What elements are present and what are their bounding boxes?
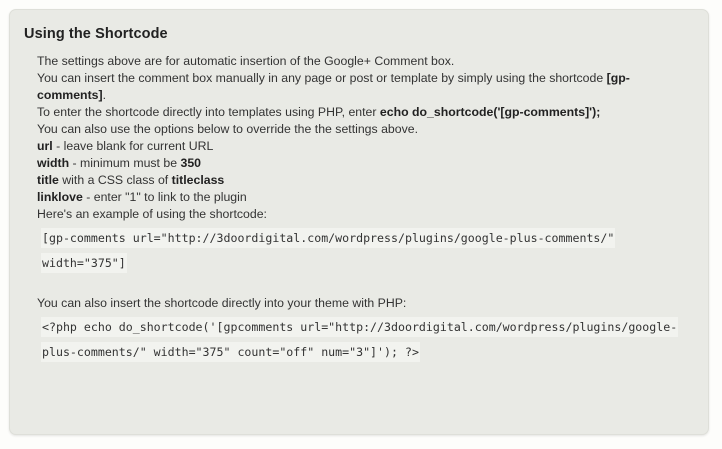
page-title: Using the Shortcode [24, 26, 168, 42]
manual-insert-prefix: You can insert the comment box manually … [37, 71, 607, 85]
option-url-desc: - leave blank for current URL [52, 139, 214, 153]
option-width-name: width [37, 156, 70, 170]
option-title-desc: with a CSS class of [58, 173, 172, 187]
override-note: You can also use the options below to ov… [37, 122, 419, 136]
shortcode-panel: Using the Shortcode The settings above a… [9, 9, 709, 435]
option-width: width - minimum must be 350 [37, 155, 692, 172]
option-url: url - leave blank for current URL [37, 138, 692, 155]
php-insert-prefix: To enter the shortcode directly into tem… [37, 105, 380, 119]
manual-insert-code: [gp-comments] [37, 71, 630, 102]
panel-body: The settings above are for automatic ins… [10, 43, 708, 365]
example-code-block: [gp-comments url="http://3doordigital.co… [37, 226, 692, 276]
option-width-desc: - minimum must be [69, 156, 181, 170]
option-title: title with a CSS class of titleclass [37, 172, 692, 189]
php-code-line-2: plus-comments/" width="375" count="off" … [41, 342, 420, 362]
php-label: You can also insert the shortcode direct… [37, 296, 407, 310]
option-width-value: 350 [180, 156, 202, 170]
php-insert-code: echo do_shortcode('[gp-comments]'); [379, 105, 601, 119]
php-code-line-1: <?php echo do_shortcode('[gpcomments url… [41, 317, 679, 337]
example-code-line-1: [gp-comments url="http://3doordigital.co… [41, 228, 616, 248]
php-code-block: <?php echo do_shortcode('[gpcomments url… [37, 315, 692, 365]
manual-insert-paragraph: You can insert the comment box manually … [37, 70, 692, 104]
option-title-name: title [37, 173, 59, 187]
intro-paragraph: The settings above are for automatic ins… [37, 54, 455, 68]
option-linklove: linklove - enter "1" to link to the plug… [37, 189, 692, 206]
option-title-value: titleclass [171, 173, 225, 187]
option-linklove-name: linklove [37, 190, 83, 204]
php-insert-paragraph: To enter the shortcode directly into tem… [37, 104, 692, 121]
example-label: Here's an example of using the shortcode… [37, 207, 267, 221]
option-linklove-desc: - enter "1" to link to the plugin [82, 190, 247, 204]
example-code-line-2: width="375"] [41, 253, 127, 273]
manual-insert-suffix: . [102, 88, 107, 102]
option-url-name: url [37, 139, 53, 153]
